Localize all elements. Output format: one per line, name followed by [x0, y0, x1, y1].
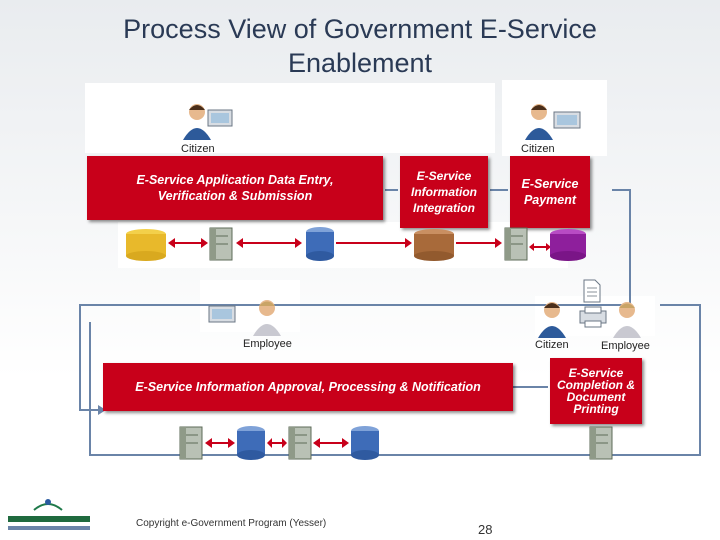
database-icon: [414, 229, 454, 261]
double-arrow-icon: [168, 238, 208, 248]
infra-panel: [118, 222, 568, 268]
step-completion-box: E-Service Completion & Document Printing: [550, 358, 642, 424]
employee-label: Employee: [601, 340, 650, 352]
double-arrow-icon: [236, 238, 302, 248]
step-completion-label: E-Service Completion & Document Printing: [557, 366, 635, 416]
database-icon: [126, 229, 166, 261]
step-payment-label: E-Service Payment: [521, 177, 579, 207]
step-entry-label: E-Service Application Data Entry, Verifi…: [136, 173, 334, 203]
step-approval-label: E-Service Information Approval, Processi…: [135, 380, 481, 394]
server-icon: [589, 426, 613, 460]
citizen-label: Citizen: [535, 339, 569, 351]
arrow-icon: [456, 238, 502, 248]
database-icon: [306, 227, 334, 261]
database-icon: [351, 426, 379, 460]
employee-label: Employee: [243, 338, 292, 350]
double-arrow-icon: [529, 243, 551, 251]
database-icon: [550, 229, 586, 261]
slide-title: Process View of Government E-Service Ena…: [123, 14, 597, 78]
server-icon: [504, 227, 528, 261]
copyright-footer: Copyright e-Government Program (Yesser): [136, 518, 327, 529]
arrow-icon: [336, 238, 412, 248]
citizen-label: Citizen: [181, 143, 215, 155]
double-arrow-icon: [313, 438, 349, 448]
server-icon: [209, 227, 233, 261]
step-entry-box: E-Service Application Data Entry, Verifi…: [87, 156, 383, 220]
citizen-icon: [183, 104, 233, 140]
database-icon: [237, 426, 265, 460]
document-icon: [583, 279, 601, 303]
employee-icon: [613, 302, 641, 338]
page-number: 28: [478, 522, 493, 537]
step-approval-box: E-Service Information Approval, Processi…: [103, 363, 513, 411]
server-icon: [179, 426, 203, 460]
double-arrow-icon: [205, 438, 235, 448]
top-panel: [85, 83, 495, 153]
step-payment-box: E-Service Payment: [510, 156, 590, 228]
double-arrow-icon: [267, 438, 287, 448]
citizen-icon: [538, 302, 566, 338]
step-integration-box: E-Service Information Integration: [400, 156, 488, 228]
citizen-label: Citizen: [521, 143, 555, 155]
citizen-icon: [525, 104, 581, 140]
printer-icon: [579, 306, 607, 328]
yesser-logo-icon: [8, 499, 90, 530]
server-icon: [288, 426, 312, 460]
employee-icon: [208, 300, 281, 336]
step-integration-label: E-Service Information Integration: [411, 169, 477, 215]
